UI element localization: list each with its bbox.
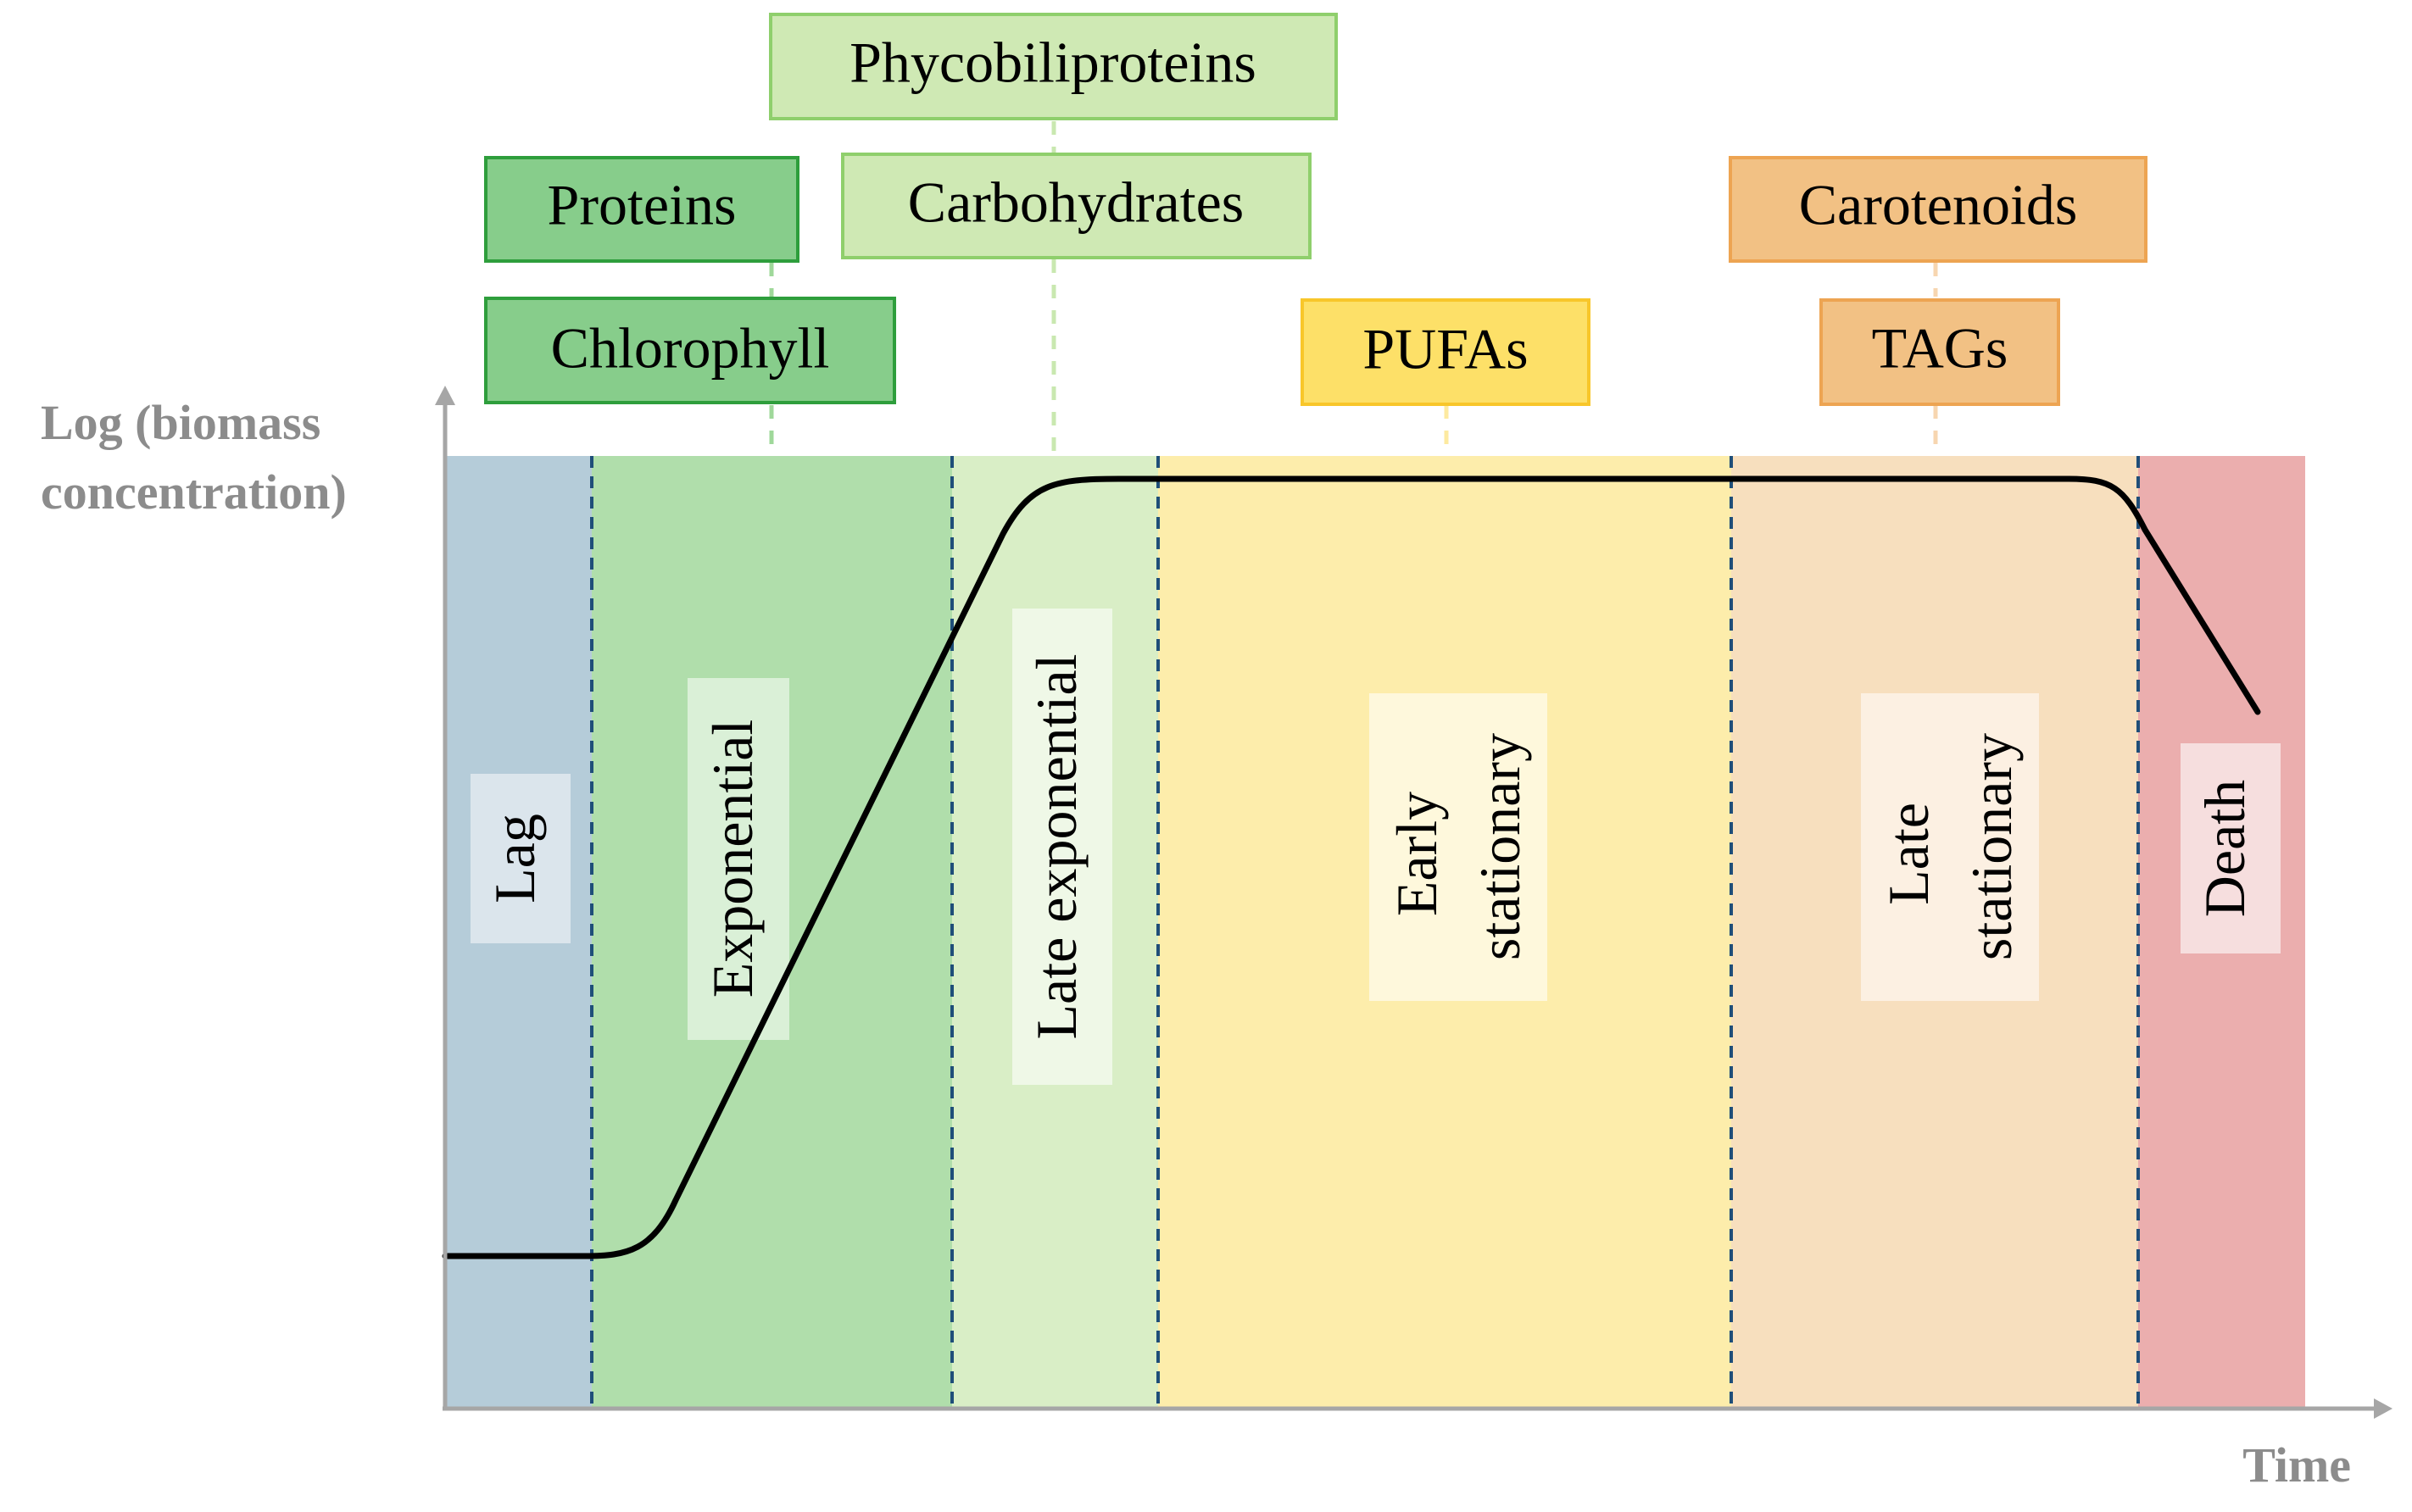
- lag-label-bg: [471, 774, 571, 943]
- compound-box-proteins: Proteins: [484, 156, 799, 263]
- late-stationary-label-bg: [1861, 693, 2039, 1001]
- phase-label-late-exponential: Late exponential: [1024, 653, 1089, 1039]
- exponential-label-bg: [688, 678, 789, 1040]
- compound-label-carbohydrates: Carbohydrates: [908, 170, 1245, 235]
- compound-box-pufas: PUFAs: [1301, 298, 1590, 406]
- x-axis-label: Time: [2242, 1437, 2351, 1493]
- compound-box-carbohydrates: Carbohydrates: [841, 153, 1312, 259]
- y-axis-label-line2: concentration): [41, 464, 347, 520]
- phase-labels: Lag Exponential Late exponential Early s…: [482, 653, 2257, 1039]
- death-label-bg: [2181, 743, 2281, 953]
- phase-label-backgrounds: [471, 609, 2281, 1085]
- compound-label-phycobiliproteins: Phycobiliproteins: [849, 31, 1256, 95]
- compound-label-chlorophyll: Chlorophyll: [551, 316, 830, 381]
- x-axis-arrowhead: [2374, 1398, 2393, 1419]
- compound-label-tags: TAGs: [1872, 316, 2008, 381]
- phase-label-death: Death: [2192, 780, 2257, 917]
- y-axis-arrowhead: [435, 386, 455, 405]
- compound-box-carotenoids: Carotenoids: [1729, 156, 2147, 263]
- compound-box-phycobiliproteins: Phycobiliproteins: [769, 13, 1338, 120]
- compound-boxes: Phycobiliproteins Proteins Carbohydrates…: [484, 13, 2147, 406]
- early-stationary-label-bg: [1369, 693, 1547, 1001]
- axes: [435, 386, 2393, 1419]
- phase-label-lag: Lag: [482, 814, 547, 903]
- compound-label-pufas: PUFAs: [1362, 317, 1528, 381]
- phase-dividers: [590, 456, 2140, 1409]
- y-axis-label-line1: Log (biomass: [41, 395, 320, 450]
- late-exponential-label-bg: [1012, 609, 1112, 1085]
- phase-label-exponential: Exponential: [700, 720, 765, 998]
- compound-connectors: [769, 121, 1938, 456]
- compound-label-carotenoids: Carotenoids: [1799, 173, 2078, 237]
- phase-label-late-stationary: Late stationary: [1876, 733, 2024, 960]
- growth-curve: [442, 475, 2261, 1259]
- compound-box-tags: TAGs: [1819, 298, 2060, 406]
- compound-box-chlorophyll: Chlorophyll: [484, 297, 896, 404]
- compound-label-proteins: Proteins: [548, 173, 737, 237]
- phase-label-early-stationary: Early stationary: [1384, 733, 1532, 960]
